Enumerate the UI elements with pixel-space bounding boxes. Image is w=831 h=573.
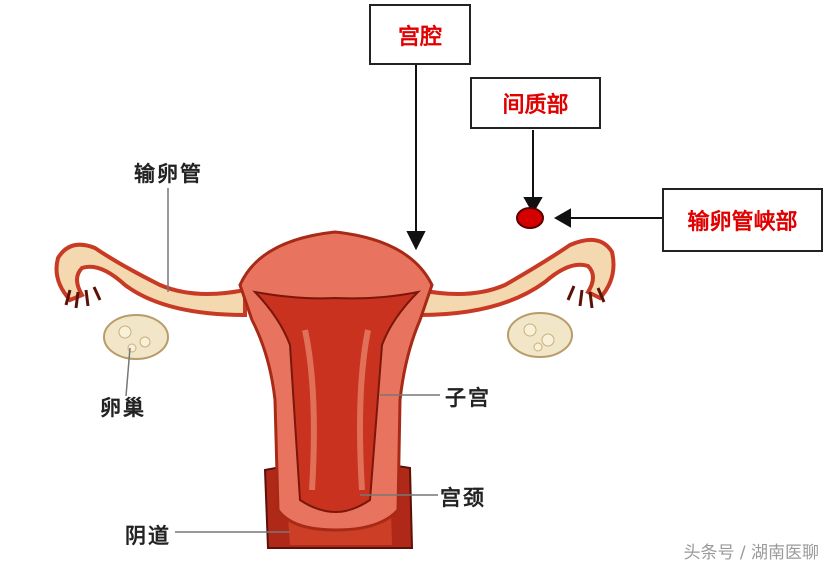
right-ovary [507,312,573,358]
vagina-label: 阴道 [125,524,171,548]
uterus-label: 子宫 [445,386,491,410]
fallopian-tube-label: 输卵管 [134,162,203,186]
interstitial-part-callout: 间质部 [470,77,601,129]
ovary-label: 卵巢 [100,396,146,420]
isthmic-marker-dot [516,207,544,229]
uterine-cavity-callout: 宫腔 [369,4,471,65]
right-fimbriae [566,285,606,309]
leader-lines [125,188,440,533]
uterine-cavity [252,290,422,514]
isthmic-part-callout: 输卵管峡部 [662,188,823,252]
left-fimbriae [64,286,102,309]
callout-arrows [406,65,662,251]
left-fallopian-tube [54,242,247,318]
cervix-label: 宫颈 [440,486,486,510]
left-ovary [103,314,169,360]
watermark: 头条号 / 湖南医聊 [683,543,819,563]
right-fallopian-tube [418,237,616,318]
